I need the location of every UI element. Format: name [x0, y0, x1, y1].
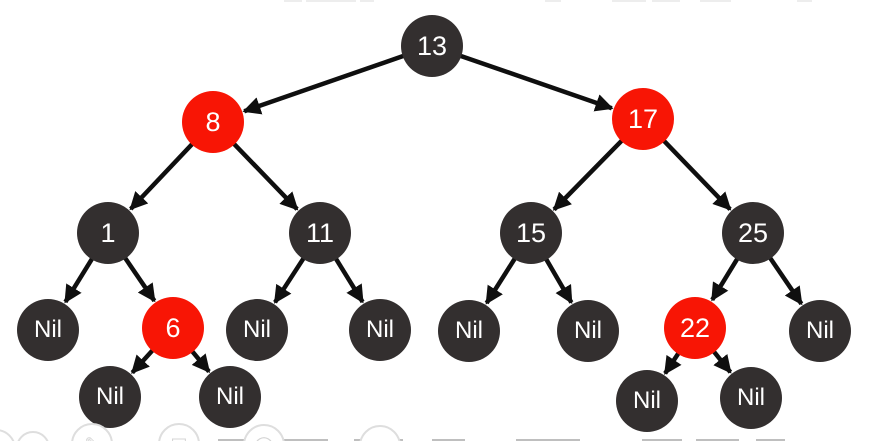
tree-node-6: 6 [142, 297, 204, 359]
tree-edge-n17-n15 [552, 138, 625, 212]
nil-leaf-node: Nil [199, 366, 261, 428]
tree-edge-n17-n25 [661, 138, 732, 211]
tree-node-8: 8 [182, 91, 244, 153]
tree-edge-n15-nil4 [484, 256, 518, 305]
top-edge-fragment [306, 0, 356, 2]
nil-leaf-node: Nil [789, 300, 851, 362]
bottom-edge-fragment [432, 439, 465, 441]
top-edge-fragment [545, 0, 561, 2]
nil-leaf-node: Nil [349, 299, 411, 361]
tree-edge-n22-nil10 [711, 349, 733, 374]
top-edge-fragment [700, 0, 731, 2]
bottom-edge-fragment [756, 439, 785, 441]
bottom-edge-fragment [218, 439, 244, 441]
nil-leaf-node: Nil [438, 300, 500, 362]
nil-leaf-node: Nil [226, 299, 288, 361]
top-edge-fragment [360, 0, 374, 2]
tree-edge-n13-n8 [242, 53, 406, 115]
tree-edge-n11-nil2 [273, 256, 307, 304]
top-edge-fragment [612, 0, 646, 2]
tree-node-17: 17 [612, 88, 674, 150]
bottom-edge-fragment [274, 439, 328, 441]
tree-edge-n22-nil9 [663, 350, 682, 375]
tree-node-1: 1 [77, 202, 139, 264]
shape-tool-icon: ◯ [254, 436, 274, 441]
tree-edge-n8-n1 [129, 141, 195, 211]
nil-leaf-node: Nil [616, 370, 678, 432]
tree-edge-n11-nil3 [333, 256, 365, 304]
bottom-edge-fragment [516, 439, 580, 441]
image-tool-icon: ▣ [170, 435, 187, 441]
top-edge-fragment [797, 0, 812, 2]
tree-edge-n1-n6 [122, 255, 157, 303]
nil-leaf-node: Nil [79, 366, 141, 428]
tree-edge-n1-nil1 [63, 256, 95, 304]
nil-leaf-node: Nil [720, 367, 782, 429]
top-edge-fragment [284, 0, 302, 2]
nil-leaf-node: Nil [557, 300, 619, 362]
tree-node-13: 13 [401, 15, 463, 77]
tree-node-25: 25 [722, 202, 784, 264]
tree-edge-n15-nil5 [543, 256, 574, 305]
tree-node-22: 22 [664, 297, 726, 359]
tree-edge-n6-nil8 [189, 348, 211, 374]
tree-node-11: 11 [289, 202, 351, 264]
pen-tool-icon: ✎ [84, 435, 99, 441]
tree-node-15: 15 [500, 202, 562, 264]
top-edge-fragment [652, 0, 680, 2]
bottom-edge-fragment [642, 439, 682, 441]
tree-edge-n8-n11 [231, 141, 299, 211]
tree-edge-n25-n22 [710, 256, 740, 302]
tree-edge-n13-n17 [458, 53, 614, 112]
tree-edge-n25-nil6 [767, 255, 804, 306]
tree-edge-n6-nil7 [130, 347, 156, 375]
nil-leaf-node: Nil [17, 299, 79, 361]
bottom-edge-fragment [696, 439, 739, 441]
